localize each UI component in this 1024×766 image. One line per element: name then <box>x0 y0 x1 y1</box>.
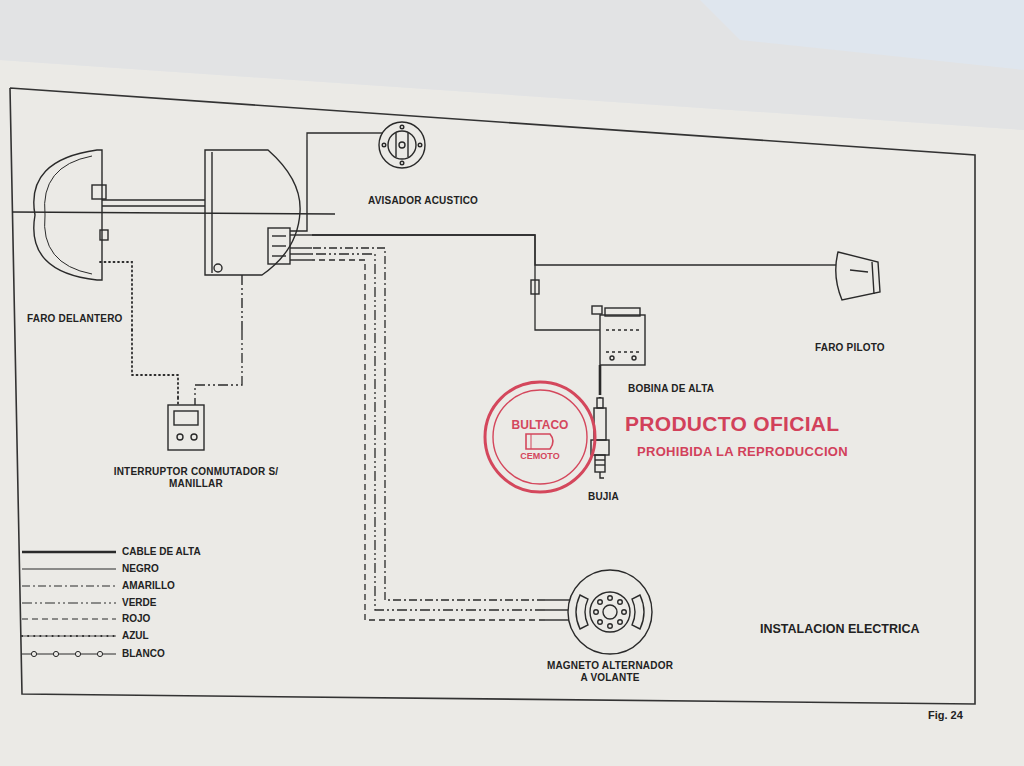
legend-text-holder: VERDE <box>122 597 156 609</box>
component-label: BUJIA <box>588 491 619 503</box>
wire <box>307 133 360 140</box>
wire <box>195 330 242 398</box>
diagram-title-holder: INSTALACION ELECTRICA <box>760 622 920 637</box>
wire <box>312 260 545 620</box>
legend-text-holder: AZUL <box>122 630 149 642</box>
component-node: BUJIA <box>583 398 623 505</box>
component-label: BOBINA DE ALTA <box>628 383 714 395</box>
figure-caption: Fig. 24 <box>928 709 963 722</box>
stamp-brand: BULTACO <box>500 418 580 432</box>
legend-text: ROJO <box>122 613 150 625</box>
component-node: AVISADOR ACUSTICO <box>360 118 500 209</box>
legend-text: NEGRO <box>122 563 159 575</box>
legend-text-holder: AMARILLO <box>122 580 175 592</box>
stamp-maker: CEMOTO <box>510 451 570 462</box>
wire <box>312 254 545 610</box>
diagram-title: INSTALACION ELECTRICA <box>760 622 920 637</box>
component-label: FARO DELANTERO <box>27 313 123 325</box>
legend-text-holder: ROJO <box>122 613 150 625</box>
wire <box>599 397 602 398</box>
watermark-holder: PRODUCTO OFICIAL <box>625 411 839 436</box>
legend-text: BLANCO <box>122 648 165 660</box>
legend-text: AMARILLO <box>122 580 175 592</box>
watermark: PROHIBIDA LA REPRODUCCION <box>637 444 848 460</box>
component-node: BOBINA DE ALTA <box>590 300 730 397</box>
component-node: FARO PILOTO <box>810 245 920 356</box>
legend-text: AZUL <box>122 630 149 642</box>
legend-text: VERDE <box>122 597 156 609</box>
wire <box>312 248 545 600</box>
stamp-maker-holder: CEMOTO <box>510 451 570 462</box>
component-node: FARO DELANTERO <box>22 140 312 330</box>
legend-text-holder: CABLE DE ALTA <box>122 546 201 558</box>
component-node: MAGNETO ALTERNADOR A VOLANTE <box>545 565 678 695</box>
component-label: AVISADOR ACUSTICO <box>368 195 478 207</box>
component-label: INTERRUPTOR CONMUTADOR S/ MANILLAR <box>112 466 280 490</box>
watermark-holder: PROHIBIDA LA REPRODUCCION <box>637 444 848 460</box>
component-label: MAGNETO ALTERNADOR A VOLANTE <box>545 660 675 684</box>
component-label: FARO PILOTO <box>815 342 885 354</box>
wire <box>312 235 810 265</box>
figure-caption-holder: Fig. 24 <box>928 709 963 722</box>
legend-text: CABLE DE ALTA <box>122 546 201 558</box>
legend-text-holder: BLANCO <box>122 648 165 660</box>
wire <box>312 235 590 330</box>
watermark: PRODUCTO OFICIAL <box>625 411 839 436</box>
wire <box>132 330 178 398</box>
stamp-brand-holder: BULTACO <box>500 418 580 432</box>
legend-text-holder: NEGRO <box>122 563 159 575</box>
component-node: INTERRUPTOR CONMUTADOR S/ MANILLAR <box>112 398 283 498</box>
